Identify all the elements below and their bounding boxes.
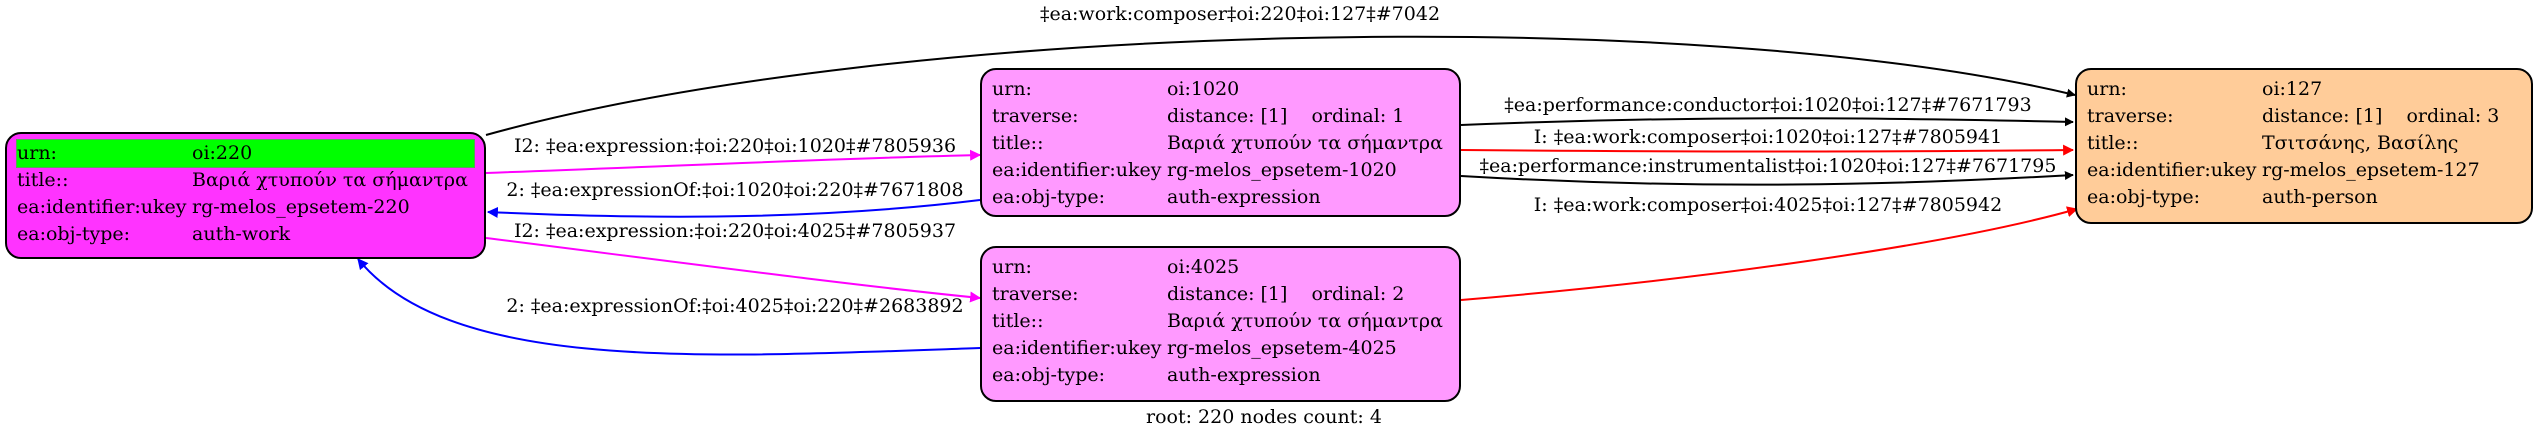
node-4025-ordinal: ordinal: 2 — [1311, 283, 1405, 305]
node-1020-distance: distance: [1] — [1167, 105, 1288, 127]
node-1020-ordinal: ordinal: 1 — [1311, 105, 1405, 127]
node-1020-ukey-value: rg-melos_epsetem-1020 — [1167, 159, 1397, 181]
node-1020-urn-key: urn: — [992, 78, 1032, 100]
node-1020-ukey-row: ea:identifier:ukey rg-melos_epsetem-1020 — [992, 157, 1449, 184]
node-127-traverse-key: traverse: — [2087, 105, 2174, 127]
node-1020-type-row: ea:obj-type: auth-expression — [992, 184, 1449, 211]
node-127-urn-key: urn: — [2087, 78, 2127, 100]
edge-label-composer-220-127: ‡ea:work:composer‡oi:220‡oi:127‡#7042 — [1040, 3, 1440, 25]
node-4025-title-value: Βαριά χτυπούν τα σήμαντρα — [1167, 310, 1443, 332]
node-1020-title-row: title:: Βαριά χτυπούν τα σήμαντρα — [992, 130, 1449, 157]
node-127-traverse-row: traverse: distance: [1] ordinal: 3 — [2087, 103, 2521, 130]
node-4025-urn-key: urn: — [992, 256, 1032, 278]
node-4025-urn-value: oi:4025 — [1167, 256, 1240, 278]
node-1020-urn-value: oi:1020 — [1167, 78, 1240, 100]
node-4025-traverse-key: traverse: — [992, 283, 1079, 305]
edge-conductor-1020-127 — [1460, 117, 2074, 127]
edge-label-expression-220-4025: I2: ‡ea:expression:‡oi:220‡oi:4025‡#7805… — [514, 220, 956, 242]
node-127-title-row: title:: Τσιτσάνης, Βασίλης — [2087, 130, 2521, 157]
node-220-ukey-row: ea:identifier:ukey rg-melos_epsetem-220 — [17, 194, 474, 221]
edge-label-expression-220-1020: I2: ‡ea:expression:‡oi:220‡oi:1020‡#7805… — [514, 135, 956, 157]
node-127-ukey-row: ea:identifier:ukey rg-melos_epsetem-127 — [2087, 157, 2521, 184]
node-4025-traverse-row: traverse: distance: [1] ordinal: 2 — [992, 281, 1449, 308]
edge-composer-1020-127 — [1460, 144, 2075, 156]
node-220-urn-row: urn: oi:220 — [16, 139, 475, 168]
node-4025-title-row: title:: Βαριά χτυπούν τα σήμαντρα — [992, 308, 1449, 335]
node-1020-type-key: ea:obj-type: — [992, 186, 1106, 208]
node-127-title-key: title:: — [2087, 132, 2139, 154]
node-127-type-row: ea:obj-type: auth-person — [2087, 184, 2521, 211]
node-127-type-key: ea:obj-type: — [2087, 186, 2201, 208]
node-4025-distance: distance: [1] — [1167, 283, 1288, 305]
node-oi-4025[interactable]: urn: oi:4025 traverse: distance: [1] ordi… — [980, 246, 1461, 402]
node-1020-ukey-key: ea:identifier:ukey — [992, 159, 1162, 181]
edge-composer-220-127 — [485, 35, 2076, 136]
node-1020-traverse-row: traverse: distance: [1] ordinal: 1 — [992, 103, 1449, 130]
node-220-type-value: auth-work — [192, 223, 291, 245]
edge-expressionof-4025-220 — [357, 258, 981, 356]
node-127-ukey-value: rg-melos_epsetem-127 — [2262, 159, 2480, 181]
node-127-type-value: auth-person — [2262, 186, 2378, 208]
node-4025-type-key: ea:obj-type: — [992, 364, 1106, 386]
node-4025-title-key: title:: — [992, 310, 1044, 332]
edge-expression-220-1020 — [485, 149, 982, 174]
node-4025-ukey-key: ea:identifier:ukey — [992, 337, 1162, 359]
edge-composer-4025-127 — [1460, 206, 2079, 301]
node-1020-title-value: Βαριά χτυπούν τα σήμαντρα — [1167, 132, 1443, 154]
node-127-ordinal: ordinal: 3 — [2406, 105, 2500, 127]
node-1020-urn-row: urn: oi:1020 — [992, 76, 1449, 103]
node-1020-title-key: title:: — [992, 132, 1044, 154]
node-4025-type-value: auth-expression — [1167, 364, 1321, 386]
graph-footer: root: 220 nodes count: 4 — [1146, 406, 1382, 428]
node-220-type-key: ea:obj-type: — [17, 223, 131, 245]
node-127-title-value: Τσιτσάνης, Βασίλης — [2262, 132, 2459, 154]
edge-expression-220-4025 — [485, 237, 982, 303]
edge-label-conductor-1020-127: ‡ea:performance:conductor‡oi:1020‡oi:127… — [1504, 94, 2031, 116]
node-4025-type-row: ea:obj-type: auth-expression — [992, 362, 1449, 389]
node-220-urn-key: urn: — [17, 142, 57, 164]
node-220-urn-value: oi:220 — [192, 142, 253, 164]
edge-label-composer-4025-127: I: ‡ea:work:composer‡oi:4025‡oi:127‡#780… — [1534, 194, 2002, 216]
node-1020-traverse-key: traverse: — [992, 105, 1079, 127]
edge-label-composer-1020-127: I: ‡ea:work:composer‡oi:1020‡oi:127‡#780… — [1534, 126, 2002, 148]
node-220-type-row: ea:obj-type: auth-work — [17, 221, 474, 248]
node-220-ukey-key: ea:identifier:ukey — [17, 196, 187, 218]
edge-instrumentalist-1020-127 — [1460, 170, 2074, 186]
node-4025-ukey-value: rg-melos_epsetem-4025 — [1167, 337, 1397, 359]
node-4025-urn-row: urn: oi:4025 — [992, 254, 1449, 281]
node-127-ukey-key: ea:identifier:ukey — [2087, 159, 2257, 181]
node-220-title-row: title:: Βαριά χτυπούν τα σήμαντρα — [17, 167, 474, 194]
node-1020-type-value: auth-expression — [1167, 186, 1321, 208]
node-220-title-value: Βαριά χτυπούν τα σήμαντρα — [192, 169, 468, 191]
node-127-urn-value: oi:127 — [2262, 78, 2323, 100]
node-127-traverse-value: distance: [1] ordinal: 3 — [2262, 103, 2499, 130]
node-oi-1020[interactable]: urn: oi:1020 traverse: distance: [1] ordi… — [980, 68, 1461, 217]
node-4025-ukey-row: ea:identifier:ukey rg-melos_epsetem-4025 — [992, 335, 1449, 362]
node-220-title-key: title:: — [17, 169, 69, 191]
node-220-ukey-value: rg-melos_epsetem-220 — [192, 196, 410, 218]
edge-label-instrumentalist-1020-127: ‡ea:performance:instrumentalist‡oi:1020‡… — [1480, 155, 2057, 177]
edge-label-expressionof-1020-220: 2: ‡ea:expressionOf:‡oi:1020‡oi:220‡#767… — [506, 179, 963, 201]
node-127-distance: distance: [1] — [2262, 105, 2383, 127]
node-4025-traverse-value: distance: [1] ordinal: 2 — [1167, 281, 1404, 308]
node-oi-127[interactable]: urn: oi:127 traverse: distance: [1] ordin… — [2075, 68, 2533, 224]
edge-expressionof-1020-220 — [486, 199, 981, 218]
node-1020-traverse-value: distance: [1] ordinal: 1 — [1167, 103, 1404, 130]
node-oi-220[interactable]: urn: oi:220 title:: Βαριά χτυπούν τα σήμ… — [5, 132, 486, 259]
node-127-urn-row: urn: oi:127 — [2087, 76, 2521, 103]
edge-label-expressionof-4025-220: 2: ‡ea:expressionOf:‡oi:4025‡oi:220‡#268… — [506, 295, 963, 317]
